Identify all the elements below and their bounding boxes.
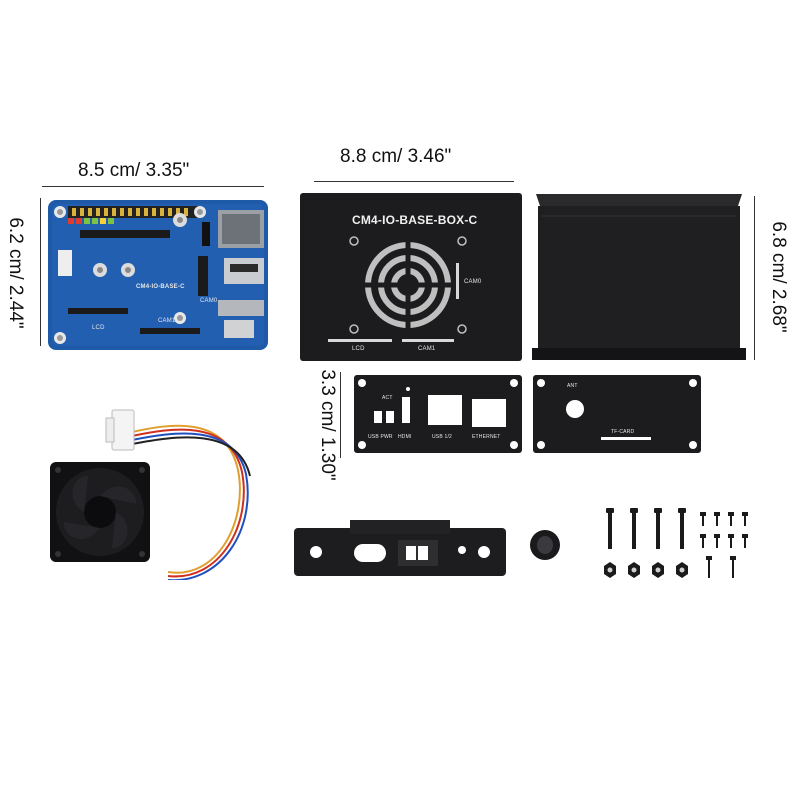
panel-height-label: 3.3 cm/ 1.30" <box>317 369 338 481</box>
front-usbpwr-label: USB PWR <box>368 434 393 440</box>
front-ethernet-label: ETHERNET <box>472 434 501 440</box>
case-lid-cam1-label: CAM1 <box>418 346 436 352</box>
board-height-label: 6.2 cm/ 2.44" <box>5 217 26 329</box>
cam1-slot <box>402 339 454 342</box>
back-panel: ANT TF-CARD <box>533 375 701 453</box>
screws-and-nuts <box>596 506 756 590</box>
case-lid-title: CM4-IO-BASE-BOX-C <box>352 213 478 227</box>
case-lid-lcd-label: LCD <box>352 346 365 352</box>
case-width-label: 8.8 cm/ 3.46" <box>340 146 452 167</box>
mounting-bracket <box>294 520 506 580</box>
board-width-label: 8.5 cm/ 3.35" <box>78 160 190 181</box>
case-width-arrow <box>314 181 514 182</box>
cooling-fan <box>48 400 258 580</box>
front-hdmi-label: HDMI <box>398 434 412 440</box>
board-cam0-label: CAM0 <box>200 298 218 304</box>
board-width-arrow <box>42 186 264 187</box>
board-cam1-label: CAM1 <box>158 318 176 324</box>
board-height-arrow <box>40 198 41 346</box>
case-height-label: 6.8 cm/ 2.68" <box>768 221 789 333</box>
back-ant-label: ANT <box>567 383 578 389</box>
case-lid: CM4-IO-BASE-BOX-C CAM0 LCD CAM1 <box>300 193 522 361</box>
front-act-label: ACT <box>382 395 393 401</box>
case-lid-cam0-label: CAM0 <box>464 279 482 285</box>
board-lcd-label: LCD <box>92 325 105 331</box>
case-shell <box>532 192 746 362</box>
front-io-panel: ACT USB PWR HDMI USB 1/2 ETHERNET <box>354 375 522 453</box>
board-model-label: CM4-IO-BASE-C <box>136 284 185 290</box>
front-usb12-label: USB 1/2 <box>432 434 453 440</box>
carrier-board: CM4-IO-BASE-C LCD CAM1 CAM0 <box>48 200 268 350</box>
case-height-arrow <box>754 196 755 360</box>
panel-height-arrow <box>340 372 341 458</box>
rubber-grommet <box>528 528 562 562</box>
lcd-slot <box>328 339 392 342</box>
cam0-slot <box>456 263 459 299</box>
back-tfcard-label: TF-CARD <box>611 429 635 435</box>
